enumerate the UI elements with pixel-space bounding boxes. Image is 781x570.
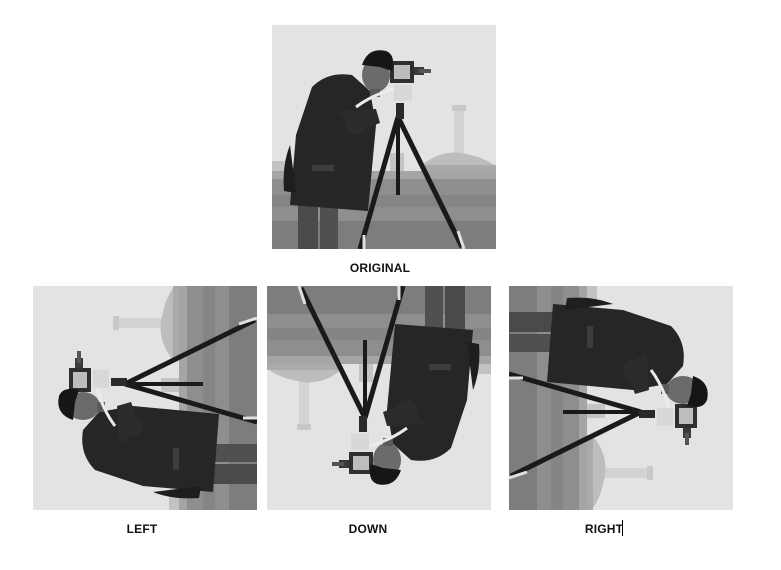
right-caption: RIGHT [584,522,624,536]
down-caption: DOWN [348,522,388,536]
down-rotated-image [267,286,491,510]
left-caption: LEFT [126,522,158,536]
cameraman-rotated-down-icon [267,286,491,510]
cameraman-photo-icon [272,25,496,249]
original-image [272,25,496,249]
cameraman-rotated-right-icon [509,286,733,510]
left-rotated-image [33,286,257,510]
text-cursor [622,520,623,536]
original-caption: ORIGINAL [349,261,411,275]
right-rotated-image [509,286,733,510]
cameraman-rotated-left-icon [33,286,257,510]
